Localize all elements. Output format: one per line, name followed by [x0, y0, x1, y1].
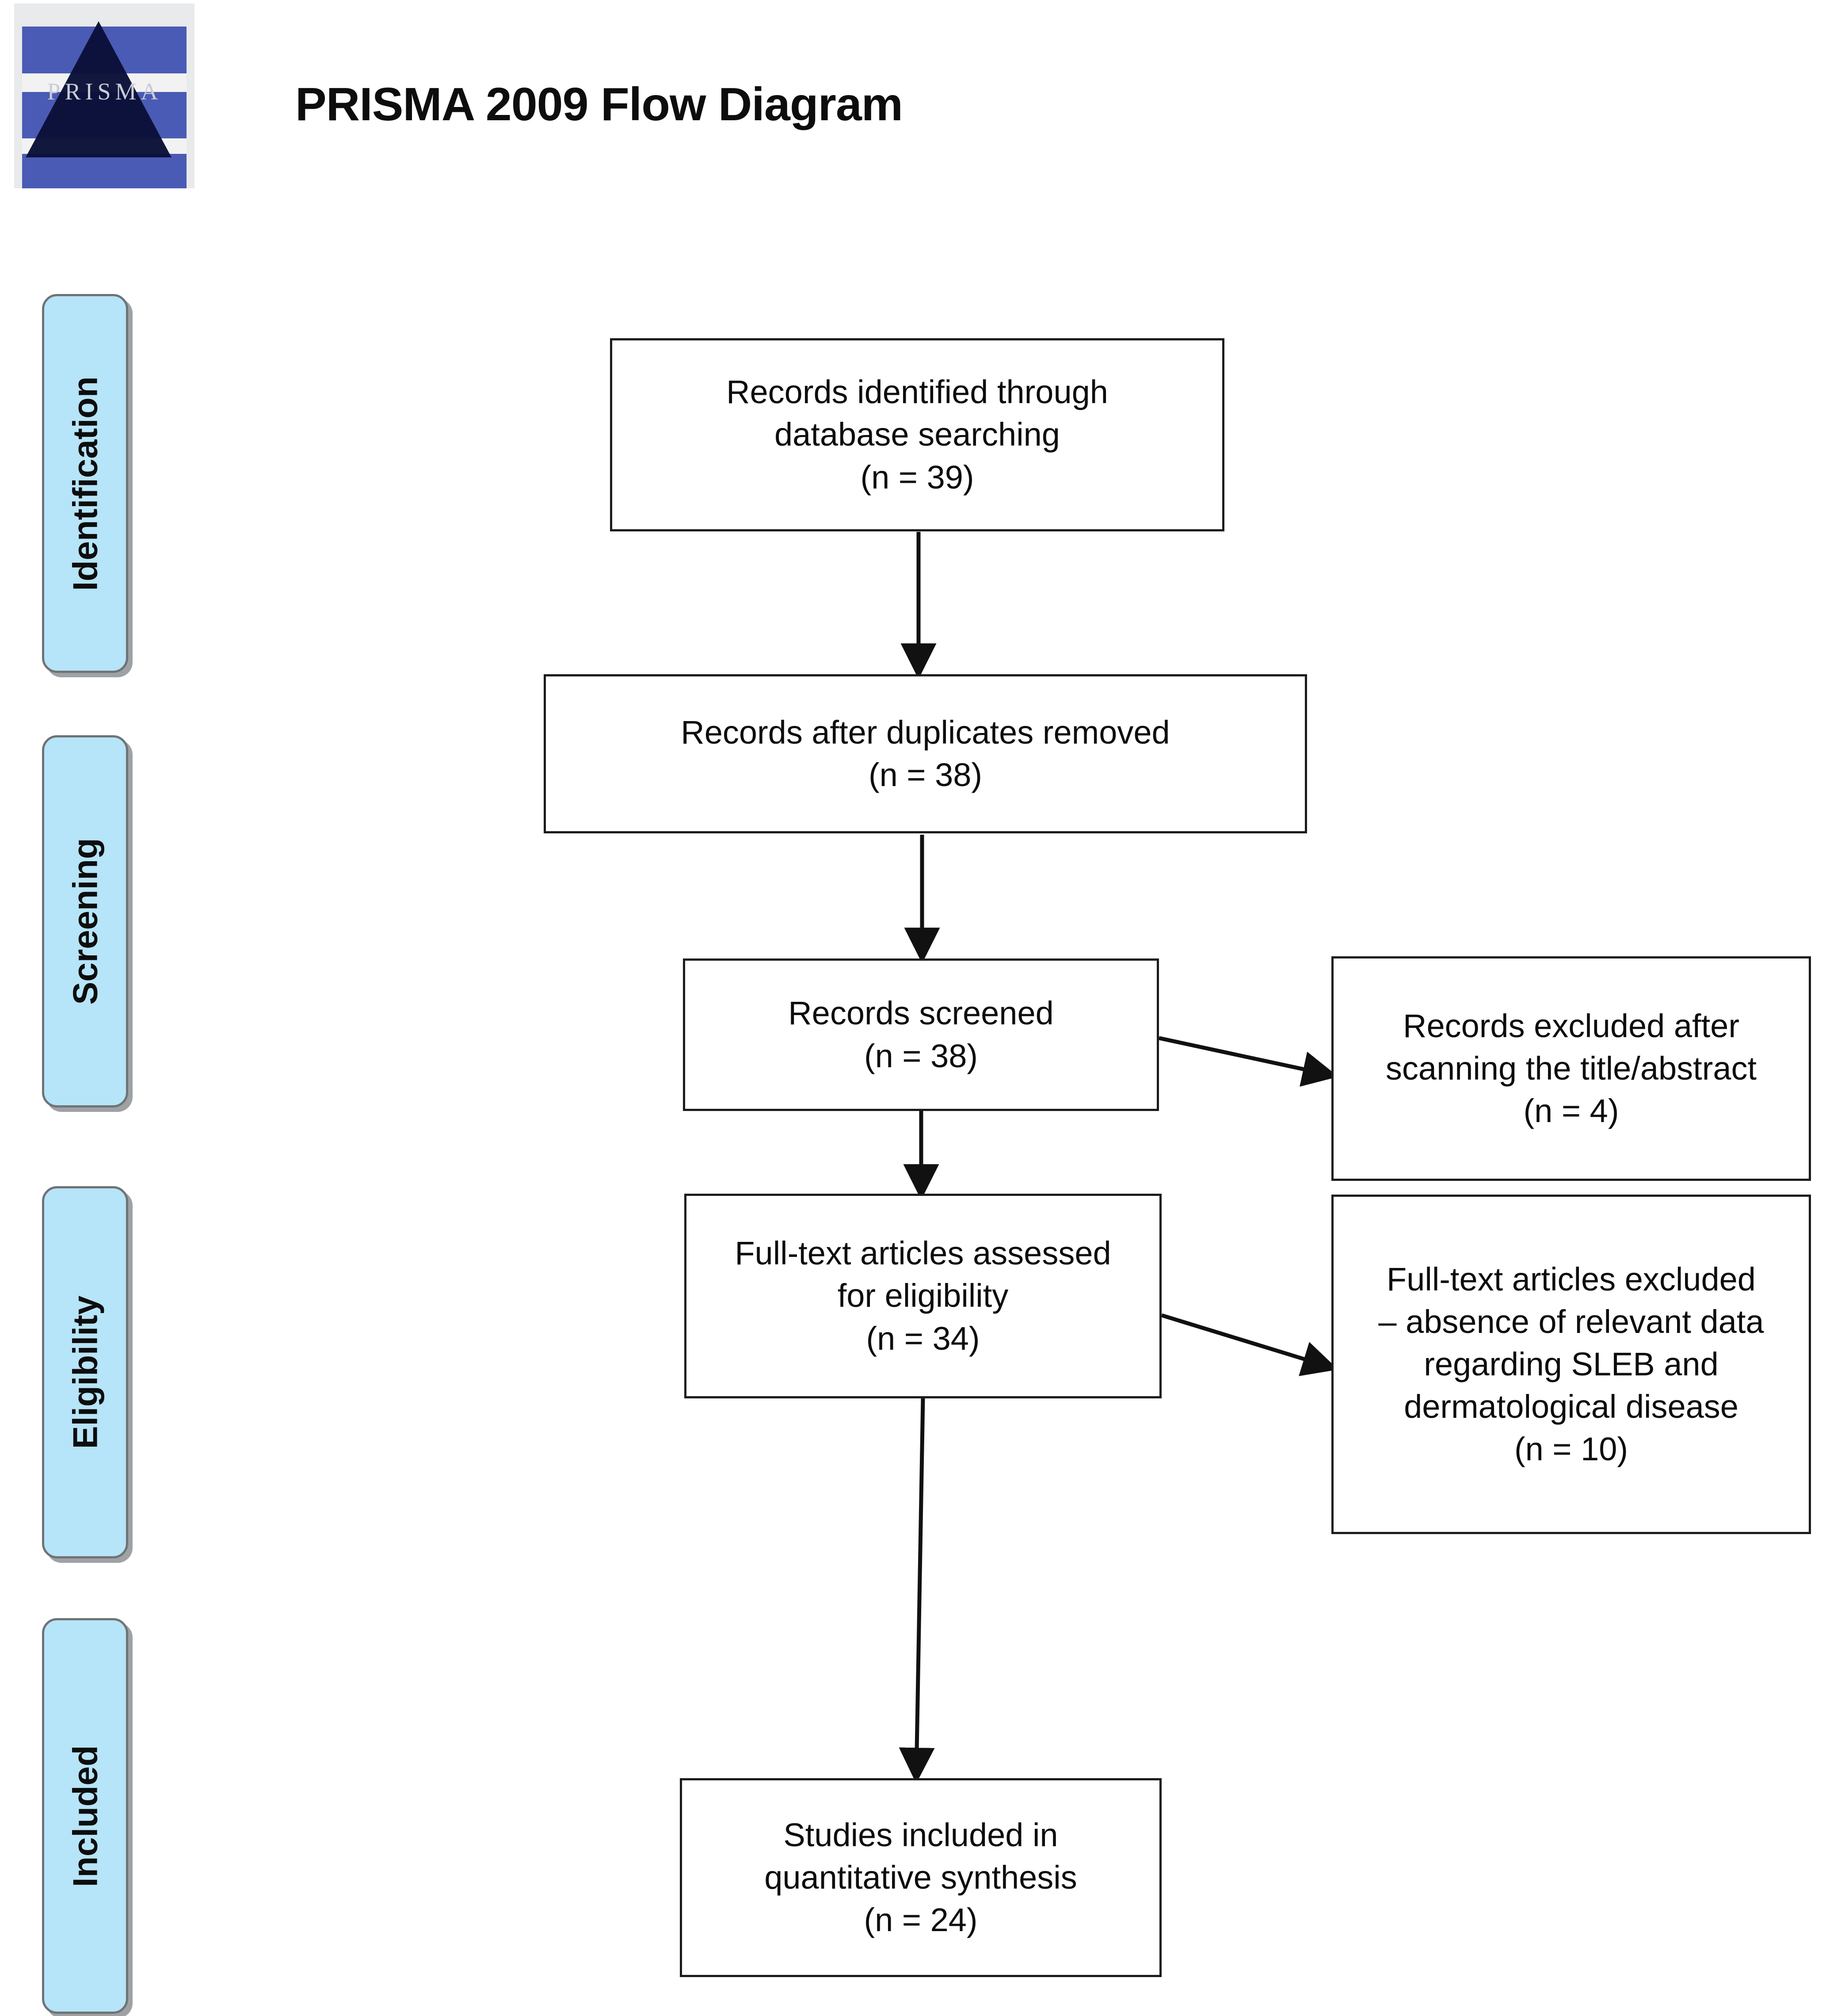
stage-screening: Screening — [42, 735, 128, 1107]
node-count: (n = 24) — [864, 1901, 978, 1939]
node-line: regarding SLEB and — [1424, 1345, 1719, 1382]
logo-wordmark: PRISMA — [47, 78, 163, 105]
node-count: (n = 38) — [864, 1037, 978, 1074]
stage-label-identification: Identification — [65, 376, 104, 591]
node-line: database searching — [774, 416, 1060, 453]
node-count: (n = 4) — [1523, 1092, 1619, 1130]
node-line: for eligibility — [837, 1277, 1009, 1314]
node-records-excluded: Records excluded after scanning the titl… — [1331, 956, 1811, 1181]
stage-eligibility: Eligibility — [42, 1186, 128, 1558]
node-line: Records after duplicates removed — [681, 714, 1170, 751]
node-line: – absence of relevant data — [1378, 1303, 1764, 1340]
node-fulltext-excluded: Full-text articles excluded – absence of… — [1331, 1195, 1811, 1534]
node-count: (n = 38) — [868, 756, 983, 793]
node-line: Records excluded after — [1403, 1007, 1739, 1044]
node-line: Full-text articles assessed — [735, 1235, 1111, 1272]
logo-bar-bottom — [22, 154, 187, 188]
prism-triangle-icon — [26, 21, 172, 157]
node-line: Records identified through — [726, 374, 1108, 411]
node-count: (n = 10) — [1514, 1431, 1628, 1468]
stage-label-included: Included — [65, 1745, 104, 1887]
node-count: (n = 34) — [866, 1320, 980, 1357]
stage-label-screening: Screening — [65, 838, 104, 1005]
node-line: dermatological disease — [1404, 1388, 1738, 1425]
node-studies-included: Studies included in quantitative synthes… — [680, 1778, 1162, 1977]
node-line: Full-text articles excluded — [1387, 1260, 1756, 1298]
node-line: quantitative synthesis — [764, 1859, 1077, 1896]
node-count: (n = 39) — [860, 458, 974, 496]
stage-included: Included — [42, 1618, 128, 2014]
node-records-screened: Records screened (n = 38) — [683, 958, 1159, 1111]
node-records-identified: Records identified through database sear… — [610, 338, 1224, 531]
node-records-after-duplicates: Records after duplicates removed (n = 38… — [544, 674, 1307, 833]
node-line: Records screened — [788, 995, 1054, 1032]
node-fulltext-assessed: Full-text articles assessed for eligibil… — [684, 1194, 1162, 1398]
page-title: PRISMA 2009 Flow Diagram — [295, 78, 903, 130]
node-line: Studies included in — [783, 1816, 1058, 1853]
stage-label-eligibility: Eligibility — [65, 1295, 104, 1449]
stage-identification: Identification — [42, 294, 128, 673]
prisma-logo: PRISMA — [14, 4, 194, 188]
node-line: scanning the title/abstract — [1385, 1050, 1757, 1087]
